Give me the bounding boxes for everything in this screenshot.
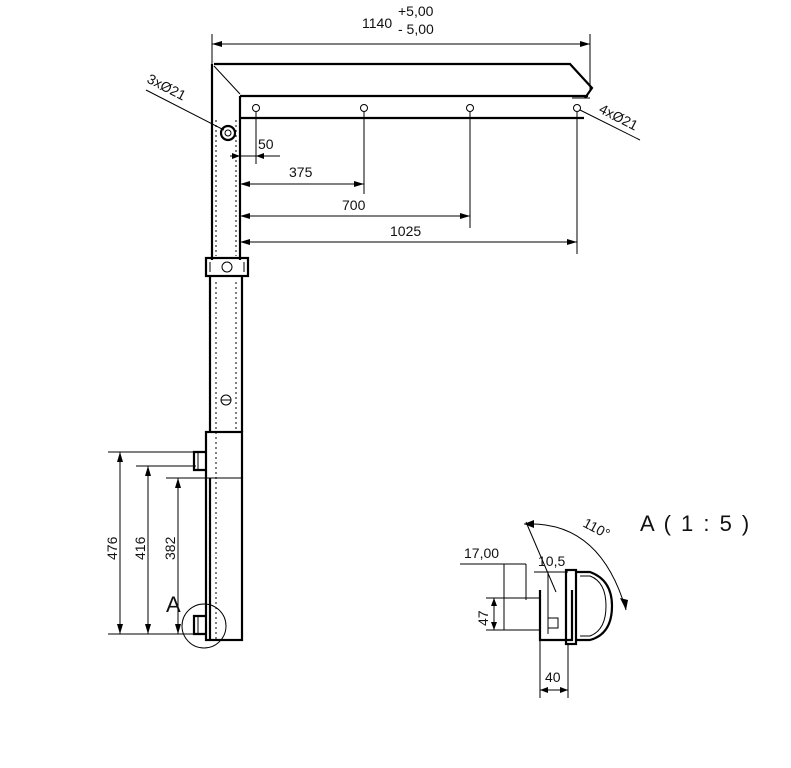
dim-700: 700 bbox=[342, 197, 366, 213]
dim-1140-tol-plus: +5,00 bbox=[398, 3, 434, 19]
arm-hole-2 bbox=[360, 104, 368, 112]
detail-a-view: A ( 1 : 5 ) 110° 17,00 10,5 47 bbox=[460, 511, 751, 698]
detail-title: A ( 1 : 5 ) bbox=[640, 511, 751, 536]
detail-dim-47: 47 bbox=[475, 610, 491, 626]
detail-circle bbox=[181, 603, 227, 649]
arm-hole-1 bbox=[252, 104, 260, 112]
dimension-1140: 1140 +5,00 - 5,00 bbox=[211, 3, 591, 92]
dim-1025: 1025 bbox=[390, 223, 421, 239]
dim-50: 50 bbox=[258, 136, 274, 152]
lower-bracket bbox=[192, 614, 206, 636]
horizontal-arm bbox=[213, 62, 594, 120]
post-sleeve bbox=[204, 430, 244, 642]
horizontal-dimensions: 50 375 700 1025 bbox=[230, 112, 578, 254]
holes-left-label: 3xØ21 bbox=[145, 70, 189, 103]
arm-hole-4 bbox=[573, 104, 581, 112]
detail-angle: 110° bbox=[581, 515, 613, 542]
detail-dim-17: 17,00 bbox=[464, 545, 499, 561]
detail-dim-10-5: 10,5 bbox=[538, 553, 565, 569]
dim-476: 476 bbox=[104, 536, 120, 560]
detail-marker-label: A bbox=[166, 592, 183, 617]
dim-1140-tol-minus: - 5,00 bbox=[398, 21, 434, 37]
holes-callouts: 3xØ21 4xØ21 bbox=[145, 70, 641, 141]
vertical-dimensions: 476 416 382 A bbox=[104, 451, 206, 635]
lower-post bbox=[181, 276, 244, 649]
holes-right-label: 4xØ21 bbox=[597, 100, 641, 133]
dim-382: 382 bbox=[162, 536, 178, 560]
dim-416: 416 bbox=[132, 536, 148, 560]
post-clamp bbox=[204, 256, 250, 278]
arm-hole-3 bbox=[466, 104, 474, 112]
dim-375: 375 bbox=[289, 164, 313, 180]
upper-bracket bbox=[192, 450, 206, 472]
dim-1140-value: 1140 bbox=[362, 15, 392, 31]
detail-dim-40: 40 bbox=[545, 669, 561, 685]
hinge-eye bbox=[219, 124, 237, 142]
